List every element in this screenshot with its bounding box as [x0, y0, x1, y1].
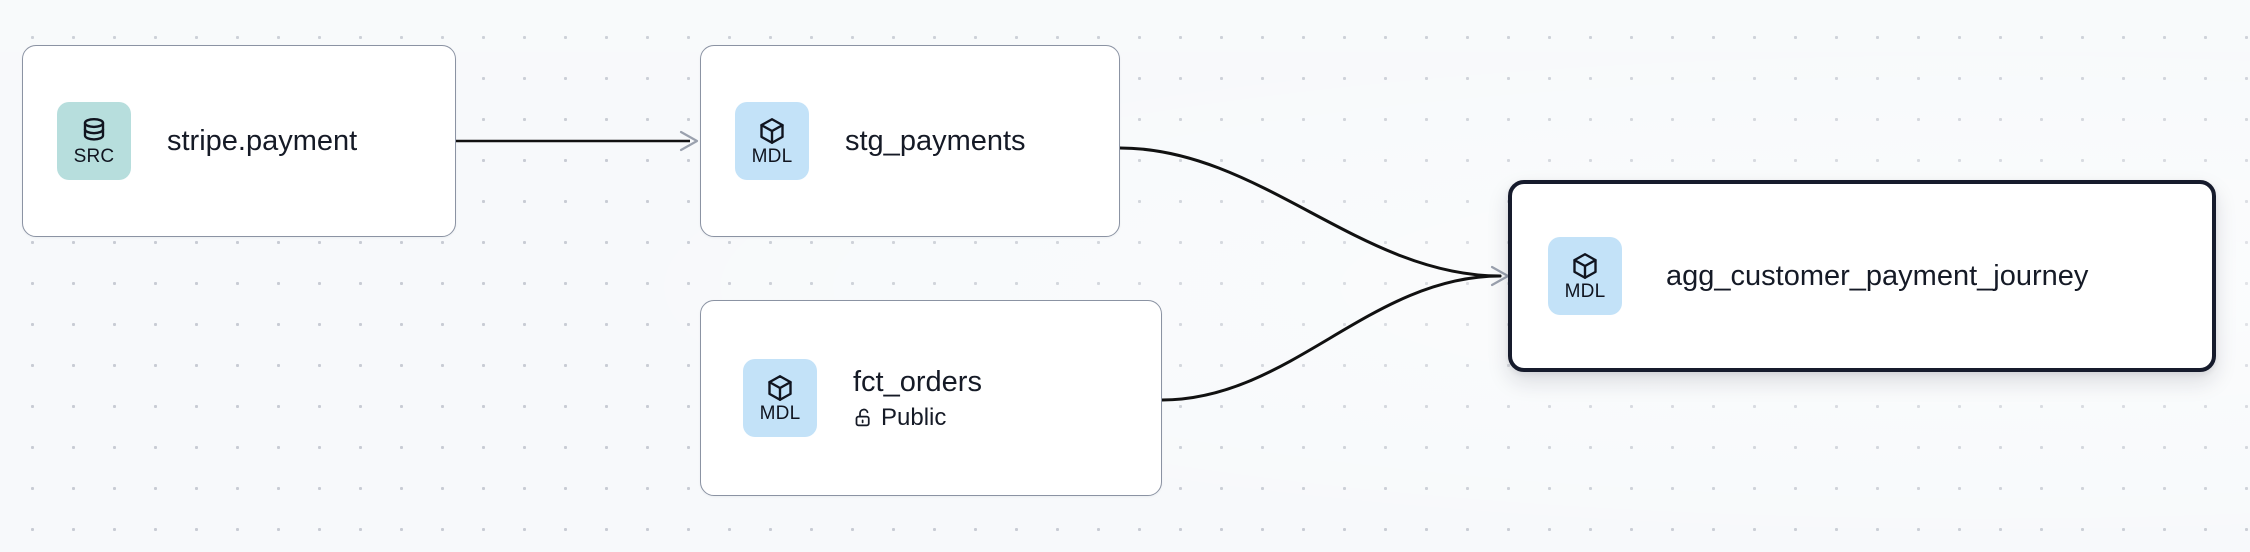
badge-mdl: MDL [735, 102, 809, 180]
node-body: fct_orders Public [853, 365, 982, 432]
edge-stg-to-agg[interactable] [1118, 146, 1502, 278]
node-stripe-payment[interactable]: SRC stripe.payment [22, 45, 456, 237]
node-title: stripe.payment [167, 125, 358, 157]
node-agg-customer-payment-journey[interactable]: MDL agg_customer_payment_journey [1508, 180, 2216, 372]
badge-mdl: MDL [1548, 237, 1622, 315]
node-visibility-label: Public [881, 403, 947, 431]
node-body: stg_payments [845, 124, 1026, 158]
cube-icon [1573, 253, 1597, 279]
badge-label: MDL [759, 403, 801, 424]
database-icon [83, 117, 105, 141]
node-body: stripe.payment [167, 124, 357, 158]
node-body: agg_customer_payment_journey [1666, 259, 2088, 293]
badge-label: MDL [1564, 281, 1606, 302]
badge-src: SRC [57, 102, 131, 180]
badge-label: MDL [751, 146, 793, 167]
edge-path [1118, 146, 1502, 278]
node-stg-payments[interactable]: MDL stg_payments [700, 45, 1120, 237]
node-title: stg_payments [845, 125, 1026, 157]
badge-label: SRC [73, 146, 115, 167]
node-fct-orders[interactable]: MDL fct_orders Public [700, 300, 1162, 496]
node-visibility: Public [853, 404, 982, 432]
cube-icon [760, 118, 784, 144]
unlock-icon [855, 408, 870, 427]
edge-fct-to-agg[interactable] [1160, 265, 1510, 402]
node-title: fct_orders [853, 365, 982, 398]
edge-stripe-to-stg[interactable] [456, 130, 699, 152]
edge-path [1160, 274, 1502, 402]
arrowhead-icon [679, 130, 699, 152]
badge-mdl: MDL [743, 359, 817, 437]
node-title: agg_customer_payment_journey [1666, 260, 2089, 292]
cube-icon [768, 375, 792, 401]
